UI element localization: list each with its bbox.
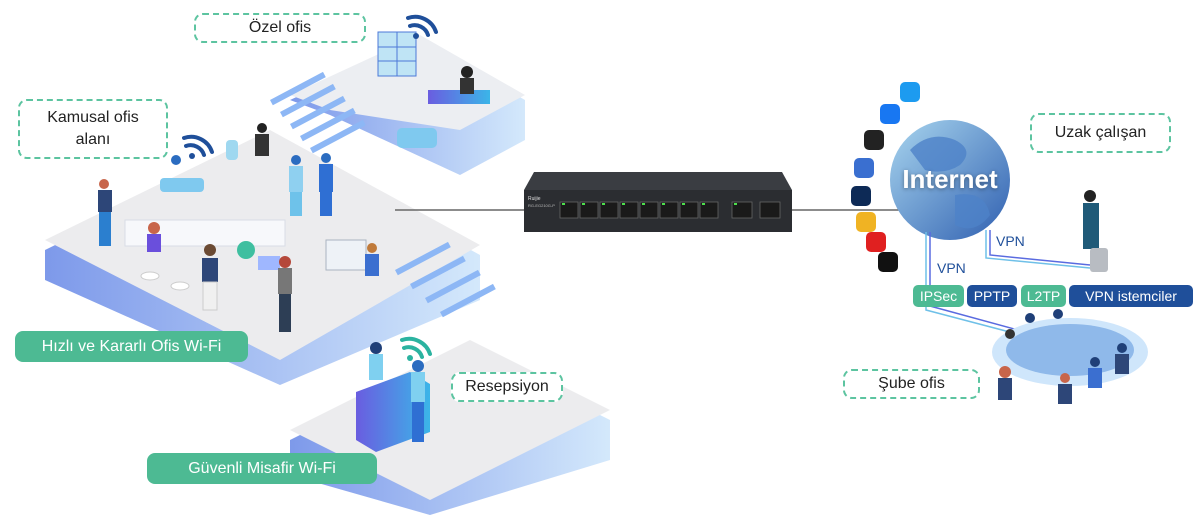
zone-label-branch-office: Şube ofis bbox=[843, 369, 980, 399]
wifi-icon-reception bbox=[400, 336, 432, 361]
sap-icon bbox=[856, 212, 876, 232]
router-device: Ruijie RG-EG210G-P bbox=[524, 172, 792, 232]
internet-globe bbox=[890, 120, 1010, 240]
remote-worker-figure bbox=[1083, 190, 1108, 272]
stairs-lower bbox=[394, 241, 496, 318]
protocol-tag-ipsec: IPSec bbox=[913, 285, 964, 307]
vpn-label-branch: VPN bbox=[937, 260, 966, 276]
protocol-tag-pptp: PPTP bbox=[967, 285, 1017, 307]
wifi-icon-private-office bbox=[406, 14, 438, 39]
cabinet bbox=[377, 31, 417, 77]
tiktok-icon bbox=[878, 252, 898, 272]
youtube-icon bbox=[866, 232, 886, 252]
branch-office-table bbox=[992, 309, 1148, 404]
facebook-icon bbox=[880, 104, 900, 124]
people-public-office bbox=[98, 123, 379, 332]
internet-label: Internet bbox=[902, 164, 998, 194]
app-icons bbox=[851, 82, 920, 272]
router-model: RG-EG210G-P bbox=[528, 203, 555, 208]
feature-guest-wifi: Güvenli Misafir Wi-Fi bbox=[147, 453, 377, 484]
zone-label-private-office: Özel ofis bbox=[194, 13, 366, 43]
protocol-tag-l2tp: L2TP bbox=[1021, 285, 1066, 307]
router-brand: Ruijie bbox=[528, 196, 541, 202]
amazon-icon bbox=[864, 130, 884, 150]
reception-desk bbox=[356, 342, 430, 452]
zone-label-public-office: Kamusal ofis alanı bbox=[18, 99, 168, 159]
water-cooler bbox=[226, 140, 238, 160]
zone-label-reception: Resepsiyon bbox=[451, 372, 563, 402]
stairs-upper bbox=[270, 71, 366, 154]
protocol-tag-vpn-clients: VPN istemciler bbox=[1069, 285, 1193, 307]
reception-platform bbox=[290, 340, 610, 515]
wifi-icon-public-office bbox=[182, 134, 214, 159]
feature-office-wifi: Hızlı ve Kararlı Ofis Wi-Fi bbox=[15, 331, 248, 362]
zone-label-remote-worker: Uzak çalışan bbox=[1030, 113, 1171, 153]
ottoman bbox=[397, 128, 437, 148]
outlook-icon bbox=[854, 158, 874, 178]
vpn-label-remote: VPN bbox=[996, 233, 1025, 249]
private-desk bbox=[428, 66, 490, 104]
vpn-link-remote bbox=[985, 230, 1091, 269]
photoshop-icon bbox=[851, 186, 871, 206]
twitter-icon bbox=[900, 82, 920, 102]
